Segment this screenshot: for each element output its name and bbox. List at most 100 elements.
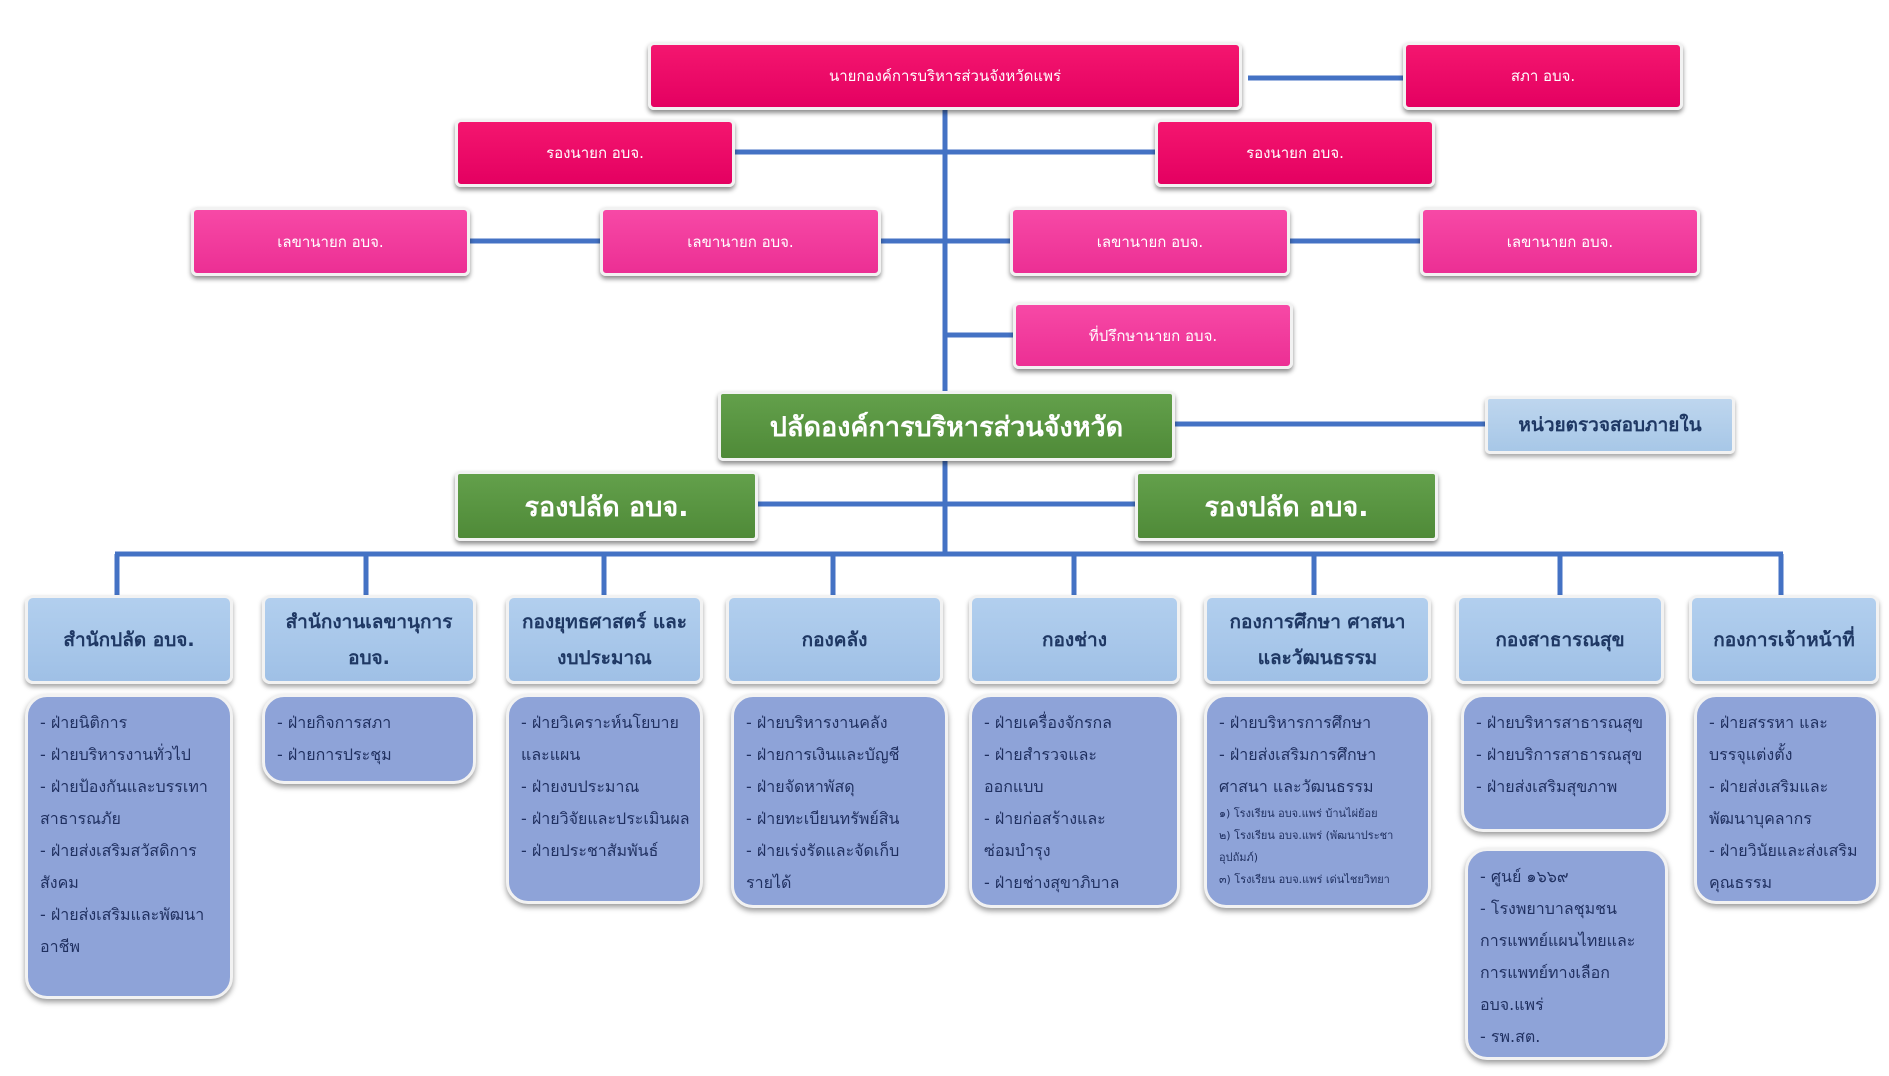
unit-item: - ฝ่ายบริหารงานคลัง	[746, 713, 888, 732]
unit-item: - ฝ่ายจัดหาพัสดุ	[746, 777, 855, 796]
unit-item: อบจ.แพร่	[1480, 995, 1544, 1014]
dept-box-office-of-clerk: สำนักปลัด อบจ.	[25, 595, 233, 684]
school-item: ๒) โรงเรียน อบจ.แพร่ (พัฒนาประชา	[1219, 829, 1394, 842]
deputy-clerk-left-box: รองปลัด อบจ.	[455, 471, 758, 541]
school-item: อุปถัมภ์)	[1219, 851, 1259, 864]
dept-box-council-secretariat: สำนักงานเลขานุการ อบจ.	[262, 595, 476, 684]
unit-item: ออกแบบ	[984, 777, 1044, 796]
dept-title: กองสาธารณสุข	[1495, 628, 1625, 651]
unit-item: - ฝ่ายกิจการสภา	[277, 713, 392, 732]
unit-item: - ฝ่ายทะเบียนทรัพย์สิน	[746, 809, 900, 828]
secretary-box-2: เลขานายก อบจ.	[600, 207, 881, 276]
unit-item: การแพทย์ทางเลือก	[1480, 963, 1610, 982]
secretary-label: เลขานายก อบจ.	[687, 232, 794, 251]
secretary-box-1: เลขานายก อบจ.	[191, 207, 470, 276]
unit-item: - ฝ่ายบริหารงานทั่วไป	[40, 745, 191, 764]
dept-title: กองคลัง	[801, 628, 868, 651]
unit-item: - โรงพยาบาลชุมชน	[1480, 899, 1617, 918]
unit-item: - ฝ่ายการประชุม	[277, 745, 392, 764]
unit-item: สาธารณภัย	[40, 809, 121, 828]
unit-item: - ฝ่ายป้องกันและบรรเทา	[40, 777, 208, 796]
unit-list: - ฝ่ายบริหารสาธารณสุข - ฝ่ายบริการสาธารณ…	[1476, 707, 1656, 803]
units-box-personnel: - ฝ่ายสรรหา และ บรรจุแต่งตั้ง - ฝ่ายส่งเ…	[1694, 694, 1879, 904]
unit-item: ศาสนา และวัฒนธรรม	[1219, 777, 1374, 796]
unit-item: - ฝ่ายการเงินและบัญชี	[746, 745, 900, 764]
unit-item: - ฝ่ายสำรวจและ	[984, 745, 1098, 764]
units-box-office-of-clerk: - ฝ่ายนิติการ - ฝ่ายบริหารงานทั่วไป - ฝ่…	[25, 694, 233, 999]
unit-list: - ศูนย์ ๑๖๖๙ - โรงพยาบาลชุมชน การแพทย์แผ…	[1480, 861, 1655, 1053]
unit-item: - ฝ่ายก่อสร้างและ	[984, 809, 1106, 828]
units-box-engineering: - ฝ่ายเครื่องจักรกล - ฝ่ายสำรวจและ ออกแบ…	[969, 694, 1180, 908]
unit-list: - ฝ่ายเครื่องจักรกล - ฝ่ายสำรวจและ ออกแบ…	[984, 707, 1167, 899]
unit-item: สังคม	[40, 873, 79, 892]
unit-item: - ฝ่ายช่างสุขาภิบาล	[984, 873, 1120, 892]
dept-title: กองช่าง	[1041, 628, 1108, 651]
unit-item: และแผน	[521, 745, 581, 764]
unit-item: พัฒนาบุคลากร	[1709, 809, 1812, 828]
units-box-council-secretariat: - ฝ่ายกิจการสภา - ฝ่ายการประชุม	[262, 694, 476, 784]
unit-item: อาชีพ	[40, 937, 80, 956]
deputy-mayor-left-box: รองนายก อบจ.	[455, 119, 735, 187]
school-item: ๑) โรงเรียน อบจ.แพร่ บ้านไผ่ย้อย	[1219, 807, 1378, 820]
dept-title: กองการศึกษา ศาสนา และวัฒนธรรม	[1229, 610, 1406, 669]
units-box-public-health-extra: - ศูนย์ ๑๖๖๙ - โรงพยาบาลชุมชน การแพทย์แผ…	[1465, 848, 1668, 1060]
dept-box-strategy-budget: กองยุทธศาสตร์ และงบประมาณ	[506, 595, 703, 684]
dept-title: กองยุทธศาสตร์ และงบประมาณ	[521, 610, 688, 669]
dept-title: กองการเจ้าหน้าที่	[1713, 628, 1855, 651]
secretary-box-3: เลขานายก อบจ.	[1010, 207, 1290, 276]
unit-item: - ฝ่ายส่งเสริมและ	[1709, 777, 1829, 796]
unit-item: - ฝ่ายสรรหา และ	[1709, 713, 1828, 732]
secretary-box-4: เลขานายก อบจ.	[1420, 207, 1700, 276]
unit-item: - ฝ่ายงบประมาณ	[521, 777, 640, 796]
unit-item: รายได้	[746, 873, 792, 892]
unit-item: - ฝ่ายบริหารสาธารณสุข	[1476, 713, 1644, 732]
unit-item: - ฝ่ายนิติการ	[40, 713, 128, 732]
unit-item: - ฝ่ายวิจัยและประเมินผล	[521, 809, 690, 828]
permanent-secretary-label: ปลัดองค์การบริหารส่วนจังหวัด	[769, 411, 1124, 443]
unit-item: ซ่อมบำรุง	[984, 841, 1051, 860]
dept-box-education: กองการศึกษา ศาสนา และวัฒนธรรม	[1204, 595, 1431, 684]
unit-list: - ฝ่ายบริหารงานคลัง - ฝ่ายการเงินและบัญช…	[746, 707, 935, 899]
unit-list: - ฝ่ายนิติการ - ฝ่ายบริหารงานทั่วไป - ฝ่…	[40, 707, 220, 963]
dept-box-public-health: กองสาธารณสุข	[1456, 595, 1664, 684]
unit-item: - ฝ่ายส่งเสริมสวัสดิการ	[40, 841, 197, 860]
unit-list: - ฝ่ายวิเคราะห์นโยบาย และแผน - ฝ่ายงบประ…	[521, 707, 690, 867]
permanent-secretary-box: ปลัดองค์การบริหารส่วนจังหวัด	[718, 391, 1175, 461]
dept-box-personnel: กองการเจ้าหน้าที่	[1689, 595, 1879, 684]
unit-item: การแพทย์แผนไทยและ	[1480, 931, 1636, 950]
unit-item: - ฝ่ายส่งเสริมและพัฒนา	[40, 905, 205, 924]
unit-item: - ฝ่ายส่งเสริมสุขภาพ	[1476, 777, 1618, 796]
mayor-box: นายกองค์การบริหารส่วนจังหวัดแพร่	[648, 42, 1242, 110]
school-item: ๓) โรงเรียน อบจ.แพร่ เด่นไชยวิทยา	[1219, 873, 1390, 886]
dept-title: สำนักปลัด อบจ.	[63, 628, 195, 651]
unit-list: - ฝ่ายกิจการสภา - ฝ่ายการประชุม	[277, 707, 463, 771]
deputy-mayor-right-label: รองนายก อบจ.	[1246, 144, 1344, 162]
unit-item: - ศูนย์ ๑๖๖๙	[1480, 867, 1569, 886]
secretary-label: เลขานายก อบจ.	[1096, 232, 1204, 251]
unit-list: - ฝ่ายสรรหา และ บรรจุแต่งตั้ง - ฝ่ายส่งเ…	[1709, 707, 1866, 899]
internal-audit-label: หน่วยตรวจสอบภายใน	[1518, 414, 1702, 436]
units-box-strategy-budget: - ฝ่ายวิเคราะห์นโยบาย และแผน - ฝ่ายงบประ…	[506, 694, 703, 904]
secretary-label: เลขานายก อบจ.	[1506, 232, 1614, 251]
unit-item: บรรจุแต่งตั้ง	[1709, 745, 1793, 764]
units-box-public-health: - ฝ่ายบริหารสาธารณสุข - ฝ่ายบริการสาธารณ…	[1461, 694, 1669, 832]
unit-item: - ฝ่ายวิเคราะห์นโยบาย	[521, 713, 679, 732]
dept-title: สำนักงานเลขานุการ อบจ.	[285, 610, 453, 669]
mayor-label: นายกองค์การบริหารส่วนจังหวัดแพร่	[828, 67, 1062, 85]
council-box: สภา อบจ.	[1403, 42, 1683, 110]
deputy-clerk-left-label: รองปลัด อบจ.	[524, 491, 689, 523]
unit-item: - ฝ่ายเร่งรัดและจัดเก็บ	[746, 841, 900, 860]
unit-list: - ฝ่ายบริหารการศึกษา - ฝ่ายส่งเสริมการศึ…	[1219, 707, 1418, 891]
advisor-label: ที่ปรึกษานายก อบจ.	[1088, 326, 1218, 345]
unit-item: - รพ.สต.	[1480, 1027, 1541, 1046]
unit-item: - ฝ่ายบริหารการศึกษา	[1219, 713, 1372, 732]
deputy-mayor-right-box: รองนายก อบจ.	[1155, 119, 1435, 187]
deputy-mayor-left-label: รองนายก อบจ.	[546, 144, 644, 162]
deputy-clerk-right-label: รองปลัด อบจ.	[1204, 491, 1369, 523]
secretary-label: เลขานายก อบจ.	[277, 232, 384, 251]
dept-box-finance: กองคลัง	[726, 595, 943, 684]
unit-item: - ฝ่ายประชาสัมพันธ์	[521, 841, 659, 860]
advisor-box: ที่ปรึกษานายก อบจ.	[1013, 302, 1293, 369]
